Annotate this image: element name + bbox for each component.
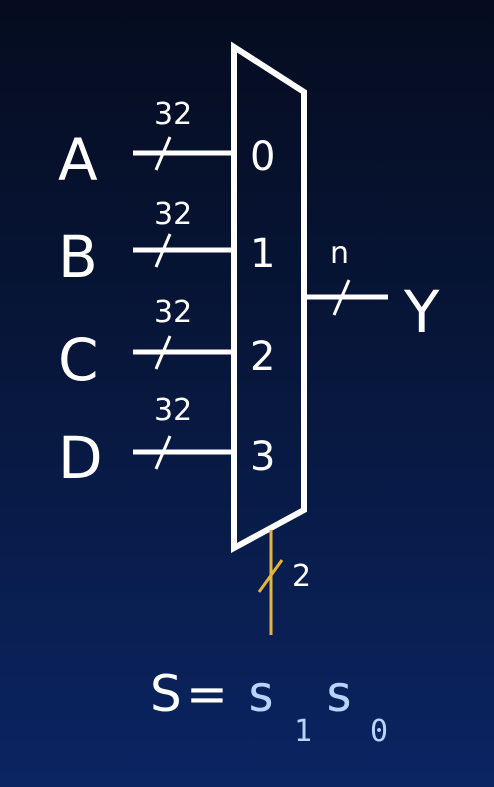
mux-port-2: 2 <box>250 334 275 380</box>
input-b-width: 32 <box>154 197 192 232</box>
input-c: C 32 2 <box>58 295 275 394</box>
select-bus-slash <box>257 559 284 593</box>
input-b-bus-slash <box>154 233 172 268</box>
input-a-width: 32 <box>154 97 192 132</box>
input-d-width: 32 <box>154 393 192 428</box>
input-c-width: 32 <box>154 295 192 330</box>
input-a-bus-slash <box>154 136 172 171</box>
input-a-label: A <box>58 126 98 194</box>
input-d: D 32 3 <box>58 393 275 492</box>
select-bit1: s <box>246 665 276 723</box>
select-bit1-index: 1 <box>294 714 312 749</box>
input-a: A 32 0 <box>58 97 275 194</box>
output-y: n Y <box>304 236 440 346</box>
select-width: 2 <box>292 559 311 594</box>
input-d-label: D <box>58 424 103 492</box>
input-b-label: B <box>58 223 98 291</box>
output-y-label: Y <box>403 278 440 346</box>
select-equals: = <box>186 665 228 723</box>
output-y-bus-slash <box>332 279 351 316</box>
select-bit0: s <box>324 665 354 723</box>
output-y-width: n <box>330 236 349 271</box>
mux-port-0: 0 <box>250 134 275 180</box>
input-c-label: C <box>58 326 99 394</box>
input-b: B 32 1 <box>58 197 275 291</box>
select-expression: S = s 1 s 0 <box>150 665 388 749</box>
mux-port-3: 3 <box>250 434 275 480</box>
mux-body <box>231 41 307 554</box>
mux-port-1: 1 <box>250 231 275 277</box>
select-bit0-index: 0 <box>370 714 388 749</box>
input-d-bus-slash <box>154 435 172 470</box>
select-lhs: S <box>150 665 182 723</box>
select-line: 2 <box>257 530 311 635</box>
input-c-bus-slash <box>154 335 172 370</box>
